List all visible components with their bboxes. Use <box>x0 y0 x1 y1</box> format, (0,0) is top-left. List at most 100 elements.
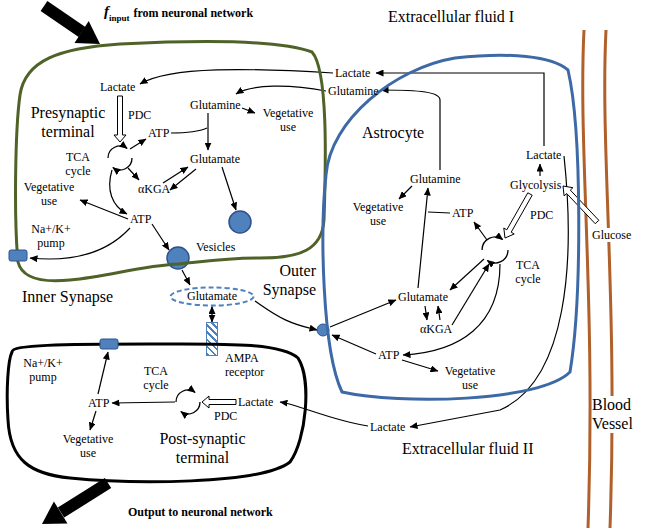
synapse-ellipse: Glutamate <box>169 286 255 307</box>
astrocyte: Astrocyte <box>318 50 584 406</box>
output-arrow-head <box>42 501 68 524</box>
metabolite-label: Glutamine <box>410 172 461 186</box>
enzyme-label: PDC <box>214 409 237 423</box>
tca-cycle-symbol <box>108 146 127 158</box>
vesicle-label: Vesicles <box>196 240 235 254</box>
cycle-label: TCA cycle <box>512 258 544 286</box>
node-heading: Na+/K+ pump <box>28 222 74 250</box>
flux-arrow <box>112 402 175 403</box>
blood-vessel-wall <box>583 30 590 528</box>
metabolite-label: αKGA <box>420 322 452 336</box>
metabolite-label: Lactate <box>238 395 273 409</box>
flux-arrow <box>438 306 440 320</box>
metabolite-label: Glutamate <box>398 290 448 304</box>
tca-cycle-symbol <box>482 237 503 250</box>
enzyme-label: PDC <box>128 108 151 122</box>
sink-label: Vegetative use <box>258 106 318 134</box>
metabolite-label: Lactate <box>335 66 370 80</box>
blood-vessel-wall <box>605 30 612 528</box>
flux-arrow <box>452 264 489 325</box>
pdc-hollow-arrow <box>114 96 126 142</box>
flux-arrow <box>110 170 127 214</box>
astrocyte-membrane <box>323 55 579 399</box>
glucose-hollow-arrow <box>563 186 599 224</box>
flux-line <box>171 128 207 133</box>
flux-subscript: input <box>109 13 130 24</box>
presynaptic-terminal-outline <box>12 38 330 288</box>
ampa-receptor: AMPA receptor <box>206 322 218 356</box>
flux-arrow <box>539 164 540 176</box>
synapse-ellipse-border <box>171 287 254 305</box>
metabolite-label: ATP <box>378 348 399 362</box>
flux-arrow <box>130 139 146 149</box>
compartment-label: Inner Synapse <box>22 288 113 307</box>
flux-arrow <box>474 222 487 240</box>
flux-arrow <box>90 411 96 430</box>
astrocyte-outline <box>318 50 584 406</box>
flux-arrow <box>207 113 208 150</box>
node-heading: Glutamate <box>187 289 237 303</box>
metabolite-label: Lactate <box>370 420 405 434</box>
pump-body <box>9 250 27 261</box>
flux-arrow <box>163 167 188 183</box>
input-arrow-shaft <box>44 6 82 32</box>
metabolite-label: αKGA <box>138 182 170 196</box>
pdc-hollow-arrow <box>202 396 236 408</box>
presynaptic-terminal-membrane <box>16 42 326 281</box>
flux-arrow <box>450 259 484 290</box>
sink-label: Vegetative use <box>20 180 78 208</box>
pdc-hollow-arrow <box>504 193 532 238</box>
flux-symbol: f <box>104 3 109 21</box>
postsynaptic-terminal-membrane <box>7 344 306 482</box>
node-heading: Presynaptic terminal <box>20 104 116 141</box>
node-heading: Astrocyte <box>362 124 424 143</box>
pump-symbol-outline <box>100 339 118 349</box>
flux-arrow <box>140 70 333 84</box>
pump-symbol: Na+/K+ pump <box>9 250 27 261</box>
sink-label: Vegetative use <box>58 432 118 460</box>
pump-body <box>100 339 118 349</box>
flux-arrow <box>280 402 368 426</box>
flux-arrow <box>222 167 236 210</box>
tca-cycle-symbol <box>487 250 508 263</box>
flux-arrow <box>242 108 255 113</box>
node-heading: Na+/K+ pump <box>20 356 66 384</box>
vesicle <box>229 211 251 233</box>
tca-cycle-symbol <box>176 390 195 402</box>
metabolite-label: Lactate <box>100 80 135 94</box>
metabolite-label: ATP <box>452 206 473 220</box>
flux-arrow <box>399 186 412 199</box>
presynaptic-terminal: Presynaptic terminal <box>12 38 330 288</box>
output-arrow-shaft <box>61 483 108 513</box>
flux-arrow <box>403 264 500 355</box>
pathway-label: Glycolysis <box>510 178 561 192</box>
flux-arrow <box>330 300 396 327</box>
cycle-label: TCA cycle <box>62 150 94 178</box>
node-heading: Outer Synapse <box>256 262 316 299</box>
input-caption: from neuronal network <box>134 6 254 20</box>
metabolite-label: ATP <box>130 212 151 226</box>
flux-arrow <box>418 188 428 288</box>
pump-symbol-outline <box>9 250 27 261</box>
sink-label: Vegetative use <box>440 364 500 392</box>
node-heading: AMPA receptor <box>225 351 277 379</box>
compartment-label: Extracellular fluid II <box>402 440 534 459</box>
flux-arrow <box>182 270 190 285</box>
input-arrow-head <box>75 21 101 44</box>
glutamate-flow-connector <box>211 307 212 323</box>
pump-symbol: Na+/K+ pump <box>100 339 118 349</box>
metabolite-label: Glutamine <box>328 84 379 98</box>
metabolite-label: Glutamate <box>190 152 240 166</box>
glutamate-flow-connector <box>255 301 317 330</box>
flux-line <box>428 212 450 213</box>
flux-arrow <box>80 200 128 219</box>
enzyme-label: PDC <box>530 208 553 222</box>
compartment-label: Extracellular fluid I <box>388 8 514 27</box>
flux-arrow <box>98 352 108 394</box>
flux-arrow <box>402 360 438 371</box>
flux-arrow <box>170 169 196 190</box>
metabolite-label: Lactate <box>526 148 561 162</box>
